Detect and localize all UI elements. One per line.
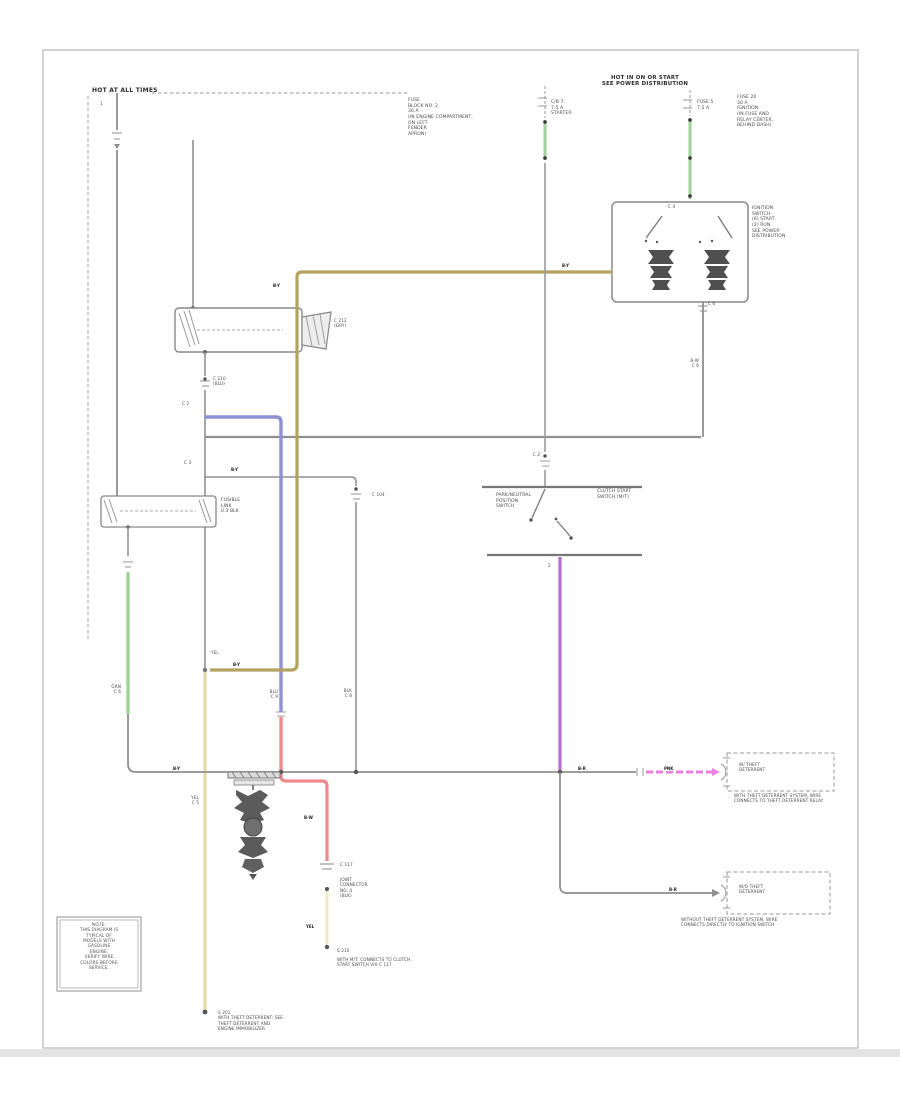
ignition-output-label: B-W C 6 (690, 358, 699, 369)
wire-blob-pale: YEL (305, 924, 316, 929)
pnp-switch-callout: PARK/NEUTRAL POSITION SWITCH (496, 493, 532, 510)
connector-dot (354, 487, 358, 491)
lower-right-run (559, 772, 727, 902)
left-fuse-callout: C/B 7 7.5 A STARTER (551, 100, 572, 117)
ignition-connector-label: C 6 (708, 301, 716, 306)
page-border (42, 49, 859, 1049)
wire-blob-olive-jog: B-Y (232, 662, 242, 667)
without-theft-note: WITHOUT THEFT DETERRENT SYSTEM, WIRE CON… (681, 917, 778, 928)
connector-label-g2: C 2 (182, 401, 190, 406)
with-theft-note: WITH THEFT DETERRENT SYSTEM, WIRE CONNEC… (734, 793, 824, 804)
under-block-connector-label: C 210 (BLU) (213, 376, 226, 387)
splice-s210-label: S 210 (337, 948, 350, 953)
connector-arrow (114, 144, 120, 149)
note-box-frame (56, 916, 142, 992)
blue-wire-label: BLU C 9 (269, 689, 278, 700)
fuse-left-green (538, 97, 547, 160)
wire-blob-red: B-W (303, 815, 314, 820)
olive-wire (210, 270, 611, 672)
main-feed-wire (200, 302, 708, 772)
park-neutral-switch (482, 163, 642, 557)
jog-wire-label: YEL (211, 650, 219, 655)
with-theft-box-label: W/ THEFT DETERRENT (739, 762, 766, 773)
wire-blob-olive-vert: B-Y (272, 283, 282, 288)
fuse-right-green (683, 99, 692, 199)
green-wire-label: GRN C 6 (111, 684, 121, 695)
wire-blob-main-right: B-R (577, 766, 587, 771)
splice-dot-s201 (202, 1009, 208, 1015)
ignition-switch-callout: IGNITION SWITCH (6) START (2) RUN SEE PO… (752, 206, 786, 240)
mid-wire-label: BLK C 8 (343, 688, 352, 699)
starter-motor (227, 771, 281, 880)
wire-blob-olive-top: B-Y (561, 263, 571, 268)
pnp-connector-label: C 2 (532, 452, 540, 457)
without-theft-box-label: W/O THEFT DETERRENT (739, 884, 766, 895)
hot-banner-left: HOT AT ALL TIMES (92, 87, 158, 94)
page-edge-band (0, 1049, 900, 1057)
blue-wire (205, 415, 283, 712)
hot-feed-dashed-lines (87, 86, 691, 642)
ignition-pin-label: C 4 (668, 204, 676, 209)
relay-block-connector-label: C 212 (GRY) (334, 318, 347, 329)
hot-banner-center: HOT IN ON OR START SEE POWER DISTRIBUTIO… (601, 75, 689, 88)
fuse-block-a (174, 307, 332, 354)
splice-s210-note: WITH M/T: CONNECTS TO CLUTCH START SWITC… (337, 957, 411, 968)
wire-blob-pink: PNK (663, 766, 675, 771)
fusible-link-box (100, 495, 217, 529)
junction-dot (202, 667, 208, 673)
wire-blob-lower-right: B-R (668, 887, 678, 892)
clutch-switch-callout: CLUTCH START SWITCH (M/T) (597, 489, 632, 500)
pnp-pin-label: 2 (548, 563, 551, 568)
starter-connector (320, 863, 334, 950)
fusible-link-callout: FUSIBLE LINK 0.3 BLK (221, 498, 241, 515)
mid-connector-label: C 104 (372, 492, 385, 497)
fuse-block-callout: FUSE BLOCK NO. 2 30 A (IN ENGINE COMPART… (408, 98, 473, 137)
connector-dot (203, 377, 207, 381)
tan-wire-label: YEL C 5 (191, 795, 199, 806)
theft-option-boxes (723, 752, 835, 915)
splice-s201-note: S 201 WITH THEFT DETERRENT: SEE THEFT DE… (218, 1010, 283, 1031)
right-fuse-callout: FUSE 5 7.5 A (697, 100, 714, 111)
diagram-note-box: NOTE: THIS DIAGRAM IS TYPICAL OF MODELS … (79, 923, 119, 971)
blue-red-splice (276, 711, 286, 717)
red-wire-lower (279, 772, 329, 861)
starter-signal-run (278, 763, 727, 781)
ignition-switch-box (611, 201, 749, 303)
wire-blob-main-left: B-Y (172, 766, 182, 771)
joint-connector-callout: JOINT CONNECTOR NO. 4 (BLK) (340, 877, 368, 898)
green-wire-left (123, 527, 278, 773)
pin-label-1: 1 (100, 101, 103, 106)
connector-label-g3: C 3 (184, 460, 192, 465)
ignition-feed-callout: FUSE 20 30 A IGNITION (IN FUSE AND RELAY… (737, 95, 774, 129)
wire-blob-branch: B-Y (230, 467, 240, 472)
starter-connector-label: C 117 (340, 862, 353, 867)
battery-feed-wires (112, 93, 194, 497)
